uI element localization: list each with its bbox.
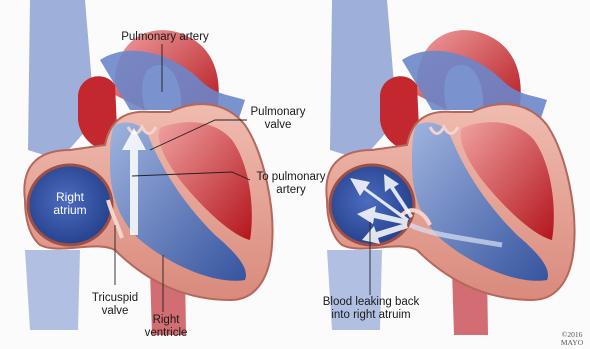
label-pulmonary-valve: Pulmonary valve xyxy=(242,106,314,132)
label-right-ventricle: Right ventricle xyxy=(136,314,196,340)
inferior-vessel xyxy=(25,250,80,330)
regurgitation-heart-panel xyxy=(326,0,574,335)
label-to-pulmonary-artery: To pulmonary artery xyxy=(248,171,334,197)
normal-heart-panel xyxy=(24,0,272,335)
copyright-mark: ©2016 MAYO xyxy=(556,331,588,347)
label-right-atrium: Right atrium xyxy=(44,191,96,217)
label-blood-leaking-back: Blood leaking back into right atruim xyxy=(316,296,426,322)
label-pulmonary-artery: Pulmonary artery xyxy=(108,31,222,44)
